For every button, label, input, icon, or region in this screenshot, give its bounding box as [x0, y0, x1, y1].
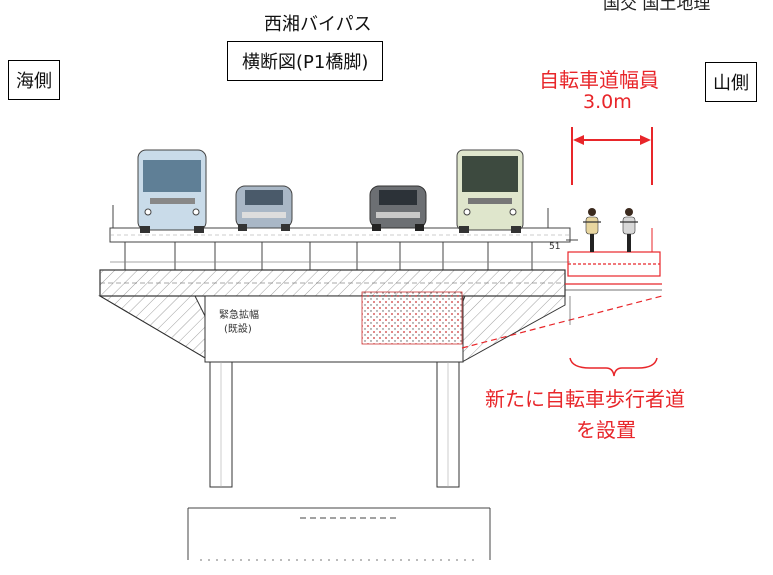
- new-path-brace: [569, 357, 658, 377]
- girders: [110, 242, 570, 270]
- dimension-51: 51: [549, 242, 561, 252]
- existing-note-2: (既設): [224, 324, 252, 335]
- bus-left: [137, 149, 207, 233]
- cyclist-1: [583, 208, 601, 252]
- deck-slab: [109, 227, 571, 243]
- pier-cap: [98, 269, 566, 363]
- existing-note-1: 緊急拡幅: [219, 310, 259, 321]
- railings: [112, 205, 653, 252]
- new-bike-path-structure: [461, 251, 663, 349]
- mountain-side-label: 山側: [705, 62, 757, 102]
- sea-side-label: 海側: [8, 60, 60, 100]
- section-title: 横断図(P1橋脚): [227, 41, 384, 81]
- footing: [187, 507, 491, 561]
- route-name: 西湘バイパス: [264, 14, 372, 35]
- cyclist-2: [620, 208, 638, 252]
- new-path-line1: 新たに自転車歩行者道: [485, 387, 685, 411]
- car-right: [369, 185, 427, 231]
- corner-text: 国交 国土地理: [603, 0, 711, 14]
- car-left: [235, 185, 293, 231]
- bus-right: [456, 149, 524, 233]
- new-path-line2: を設置: [576, 418, 636, 442]
- bike-lane-dimension: [571, 127, 653, 185]
- bike-lane-label: 自転車道幅員: [539, 68, 659, 92]
- pier-columns: [209, 361, 460, 488]
- bike-lane-width: 3.0m: [583, 91, 632, 113]
